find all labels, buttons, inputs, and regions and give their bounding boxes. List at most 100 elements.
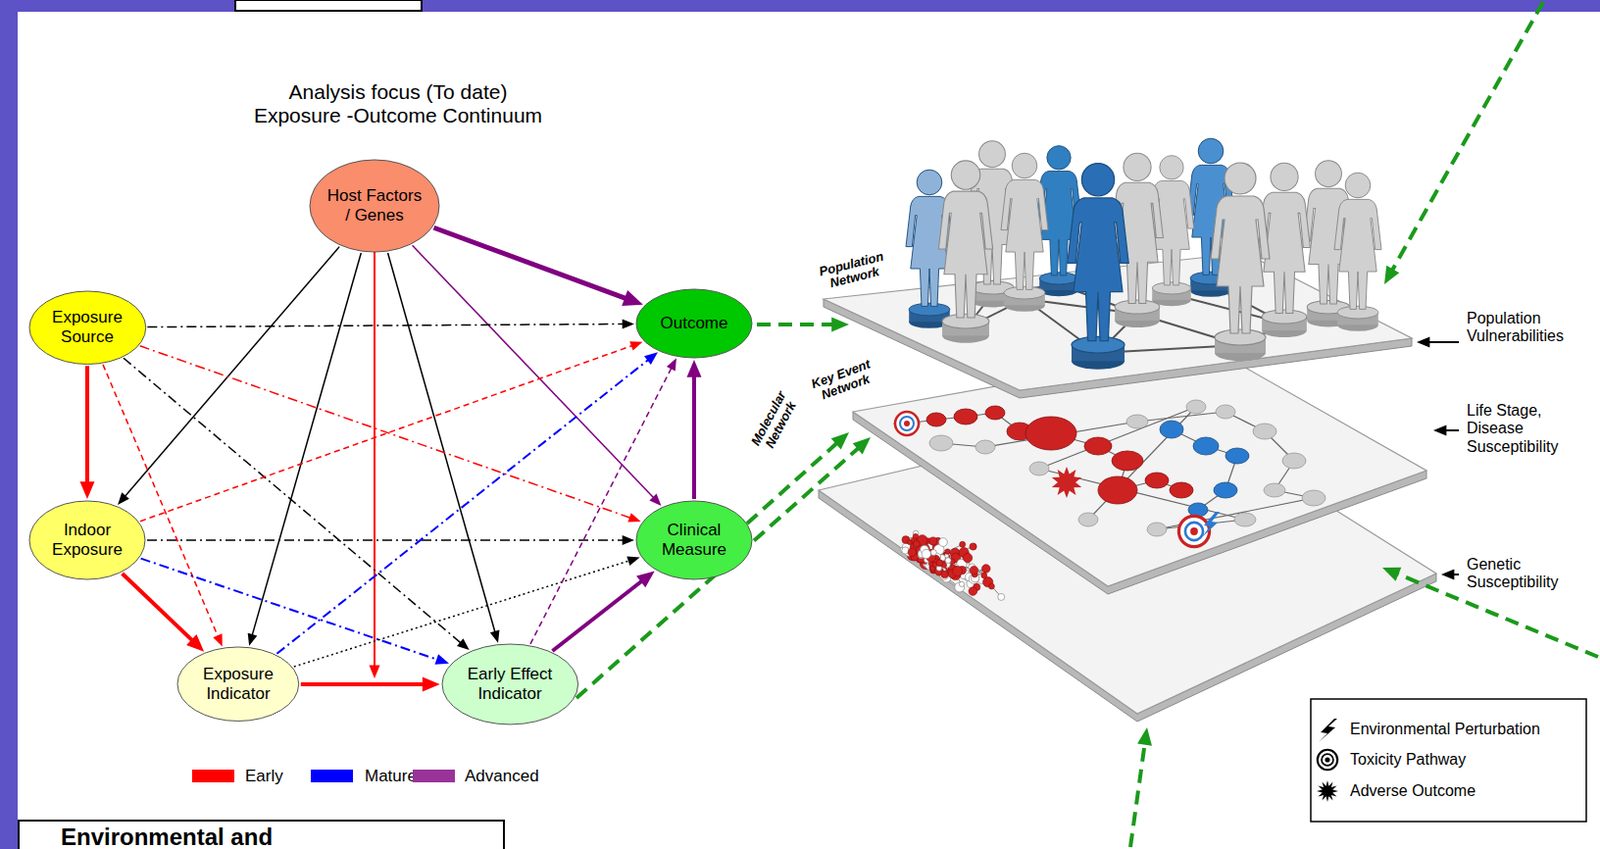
molecule-dot [939,538,949,548]
ellipse-shape [636,500,752,580]
figure-head [1198,138,1224,164]
arrowhead [627,512,641,522]
connector [102,364,223,648]
molecule-dot [936,559,944,567]
connector [79,365,95,500]
arrowhead [622,318,635,329]
molecule-dot [981,572,988,579]
arrowhead [687,359,702,378]
connector-line [300,682,427,687]
connector-line [576,446,860,699]
ellipse-node: Outcome [635,288,753,359]
green-dashed-arrow [756,317,850,333]
figure-head [916,169,943,196]
figure-base [1151,282,1192,295]
connector-line [294,559,631,667]
key-event [929,435,953,451]
ellipse-node: Exposure Indicator [176,646,300,723]
plane-label: Population Network [810,248,896,294]
connector [147,318,635,329]
target-symbol [1321,753,1334,766]
node-label: Outcome [650,313,739,334]
connector-line [551,579,644,651]
arrowhead [1433,425,1447,437]
figure-body [1000,179,1049,290]
annotation-label: Exposure -Outcome Continuum [253,103,543,128]
arrowhead [435,653,450,664]
connector [122,573,205,652]
annotation-label: Life Stage, Disease Susceptibility [1466,401,1579,456]
connector [140,341,643,522]
arrowhead [831,432,850,450]
legend-swatch [310,769,353,783]
connector-line [123,357,462,645]
connector [294,555,641,667]
key-event [1193,437,1219,455]
arrowhead [636,570,655,588]
connector [412,245,662,506]
ellipse-shape [442,644,579,725]
figure-head [1315,160,1343,188]
node-label: Exposure Source [47,307,128,347]
ellipse-node: Indoor Exposure [28,500,147,581]
connector-line [147,323,625,327]
green-dashed-arrow [576,437,871,699]
molecule-dot [930,550,937,556]
perturbation-symbol [1318,718,1338,743]
legend-label: Environmental Perturbation [1350,720,1541,739]
connector [300,676,441,692]
arrowhead [629,341,643,350]
key-event [1213,482,1238,499]
adverse-outcome-symbol [1051,466,1082,499]
annotation-label: Genetic Susceptibility [1466,555,1579,593]
molecule-dot [989,583,996,590]
molecule-dot [968,587,978,597]
connector-line [140,345,634,522]
arrowhead [490,629,500,643]
connector-line [530,366,673,645]
text-box-label: Environmental and [17,819,505,849]
connector-line [122,573,195,643]
node-label: Exposure Indicator [196,664,281,703]
figure-body [1210,196,1270,334]
target-symbol [1324,756,1330,762]
green-dashed-arrow [1130,727,1152,848]
key-event [1078,512,1099,527]
figure-head [1047,146,1071,170]
node-text-group: Exposure Indicator [196,664,281,703]
person-figure [1067,163,1129,370]
key-event [1188,502,1208,517]
key-event [1159,420,1184,439]
adverse-outcome-symbol [1316,780,1339,802]
annotation-label: Analysis focus (To date) [289,80,508,104]
pointer-arrow [1416,337,1459,349]
arrowhead [1137,727,1152,747]
key-event [1029,461,1050,476]
network-link [1088,406,1197,520]
figure-head [1011,152,1038,179]
key-event [1145,472,1169,489]
arrowhead [1382,567,1401,582]
connector [141,558,450,665]
key-event [1025,416,1077,450]
legend-swatch [412,769,455,783]
legend-swatch [192,769,235,783]
connector-line [756,322,836,327]
connector [248,252,362,647]
key-event [926,412,947,427]
key-event [953,408,978,425]
connector [276,351,658,653]
target-symbol [1190,527,1199,536]
node-label: Clinical Measure [653,520,735,559]
key-event [1215,404,1236,419]
node-text-group: Exposure Source [47,307,128,347]
key-event [1111,450,1144,471]
molecule-dot [969,543,977,550]
plane-label: Molecular Network [746,384,803,459]
arrowhead [644,351,658,365]
legend-box [1310,699,1587,822]
figure-head [1159,155,1184,180]
legend-label: Advanced [464,766,540,787]
arrowhead [456,638,470,650]
key-event [1098,476,1138,504]
